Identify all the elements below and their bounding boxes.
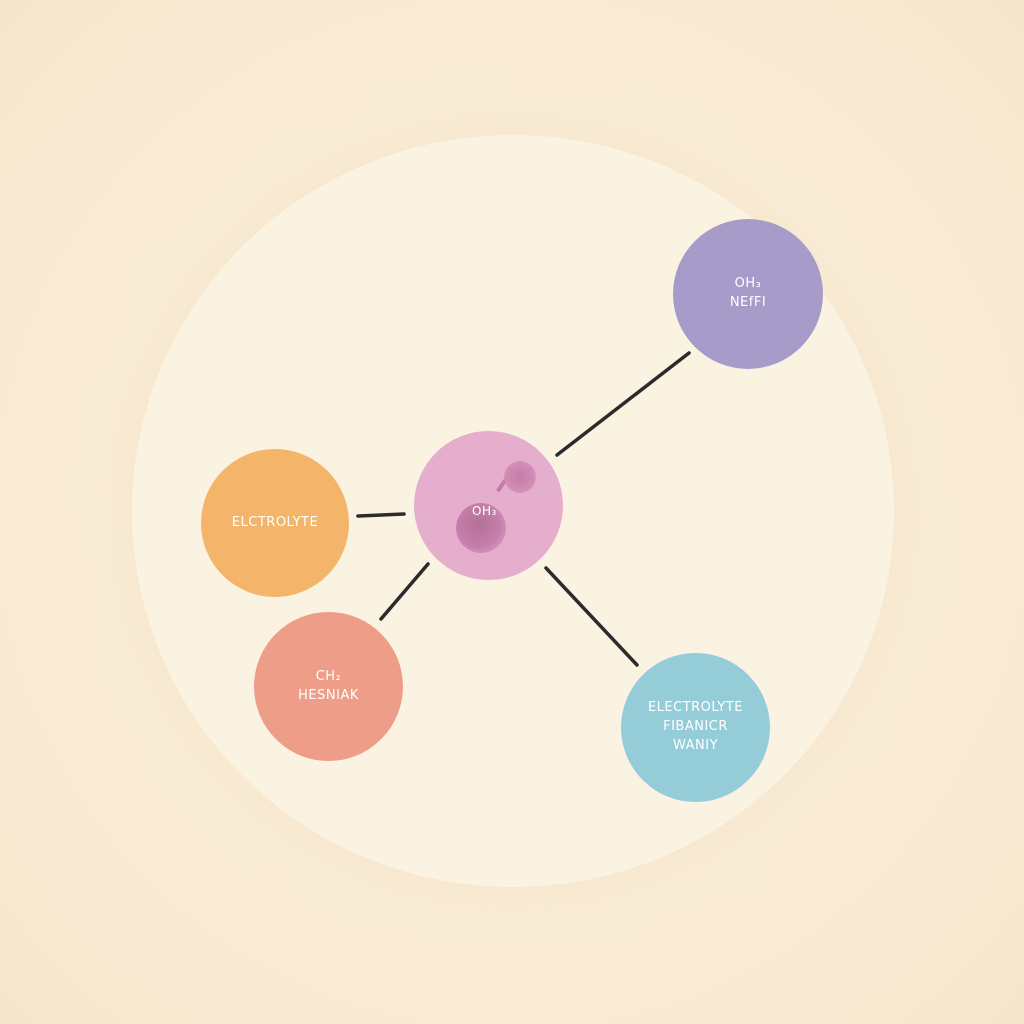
node-bottom-right: ELECTROLYTE FIBANICR WANIY	[621, 653, 770, 802]
node-bottom-left: CH₂ HESNIAK	[254, 612, 403, 761]
node-bottom-left-line2: HESNIAK	[298, 687, 359, 703]
node-bottom-right-line2: FIBANICR	[663, 719, 728, 735]
node-top-right-line1: OH₃	[734, 276, 762, 292]
atom-small-shape	[504, 461, 536, 493]
node-bottom-right-line1: ELECTROLYTE	[647, 700, 744, 716]
connector-center-top-right	[555, 351, 691, 457]
connector-center-bottom-left	[379, 562, 430, 621]
connector-center-bottom-right	[544, 566, 639, 667]
node-center-label: OH₃	[472, 504, 497, 518]
node-bottom-right-line3: WANIY	[672, 737, 719, 753]
atom-large-shape	[456, 503, 506, 553]
node-left-line1: ELCTROLYTE	[231, 514, 319, 530]
node-top-right-line2: NEfFI	[729, 295, 767, 310]
node-top-right: OH₃ NEfFI	[673, 219, 823, 369]
node-bottom-left-line1: CH₂	[315, 668, 342, 684]
node-left: ELCTROLYTE	[201, 449, 349, 597]
node-center: OH₃	[414, 431, 563, 580]
connector-center-left	[356, 512, 406, 518]
